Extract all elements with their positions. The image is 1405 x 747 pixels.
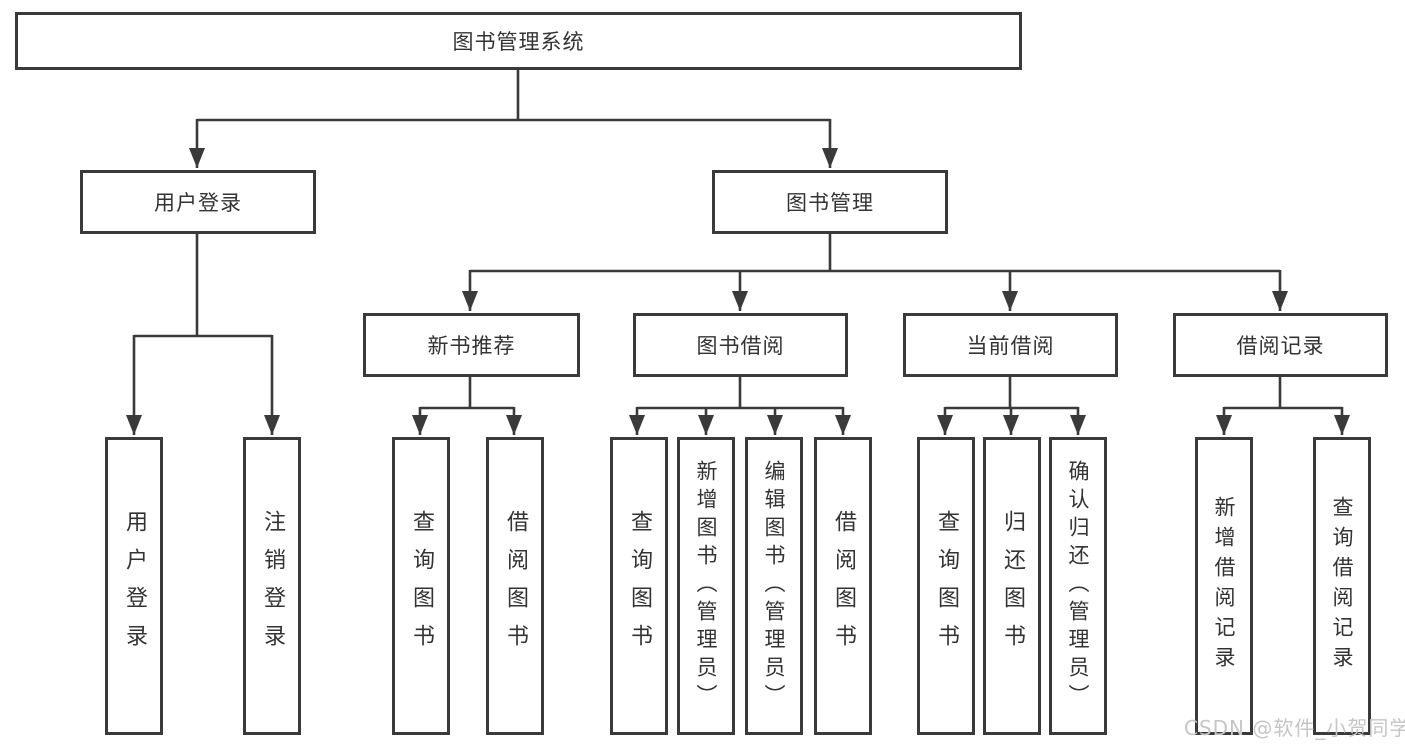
node-borrow-records: 借阅记录 xyxy=(1173,313,1388,377)
leaf-borrow-books: 借阅图书 xyxy=(814,437,872,735)
leaf-return-book: 归还图书 xyxy=(983,437,1041,735)
leaf-query-books-current: 查询图书 xyxy=(917,437,975,735)
node-book-borrow: 图书借阅 xyxy=(633,313,848,377)
leaf-logout: 注销登录 xyxy=(243,437,301,735)
node-library-management-system: 图书管理系统 xyxy=(15,12,1022,70)
leaf-user-login: 用户登录 xyxy=(105,437,163,735)
node-new-book-recommend: 新书推荐 xyxy=(363,313,580,377)
leaf-query-books-recommend: 查询图书 xyxy=(392,437,450,735)
leaf-add-borrow-record: 新增借阅记录 xyxy=(1195,437,1253,735)
watermark-text: CSDN @软件_小贺同学 xyxy=(1184,716,1405,740)
leaf-borrow-books-recommend: 借阅图书 xyxy=(486,437,544,735)
leaf-add-book-admin: 新增图书（管理员） xyxy=(677,437,735,735)
node-book-management: 图书管理 xyxy=(712,170,948,234)
node-current-borrow: 当前借阅 xyxy=(903,313,1118,377)
node-user-login: 用户登录 xyxy=(80,170,316,234)
leaf-query-books-borrow: 查询图书 xyxy=(610,437,668,735)
leaf-edit-book-admin: 编辑图书（管理员） xyxy=(745,437,803,735)
leaf-confirm-return-admin: 确认归还（管理员） xyxy=(1049,437,1107,735)
leaf-query-borrow-record: 查询借阅记录 xyxy=(1313,437,1371,735)
